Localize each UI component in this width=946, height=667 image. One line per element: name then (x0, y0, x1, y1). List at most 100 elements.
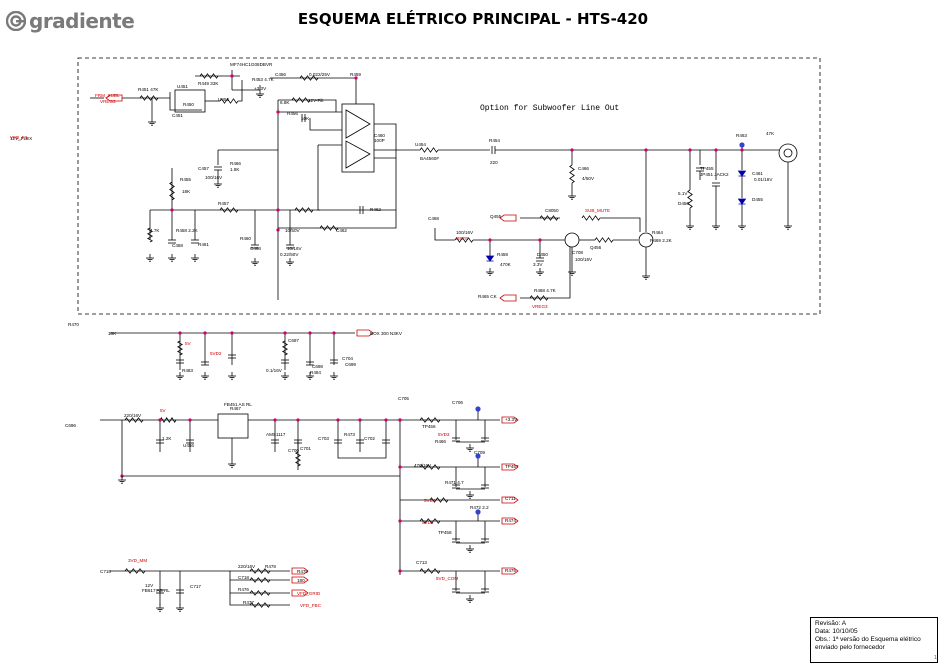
component-label: C456 (275, 72, 286, 77)
wire (317, 145, 396, 211)
component-label: C700 (288, 448, 299, 453)
component-label: +3.3V (505, 417, 518, 422)
component-label: 4/50V (582, 176, 595, 181)
component-label: BOX 300 N3KV (370, 331, 403, 336)
component-label: 0.022/25V (309, 72, 331, 77)
component-label: C460 (374, 133, 385, 138)
component-label: R449 33K (198, 81, 219, 86)
component-label: C697 (288, 338, 299, 343)
wire (278, 150, 397, 229)
component-label: 6.8K (280, 100, 290, 105)
resistor (249, 577, 271, 583)
junction-dot (230, 74, 234, 78)
component-label: FRM_SUBL (95, 93, 120, 98)
component-label: C701 (300, 446, 311, 451)
wire (600, 217, 641, 232)
transistor-q456 (564, 232, 580, 248)
component-label: R454 (489, 138, 500, 143)
component-label: R474 (505, 518, 516, 523)
resistor (124, 568, 146, 574)
component-label: U454 (415, 142, 426, 147)
component-label: Q455 (490, 214, 502, 219)
signal-flag (356, 329, 374, 337)
resistor (569, 164, 575, 184)
component-label: U451 (177, 84, 188, 89)
resistor (529, 295, 549, 301)
component-label: 18K (182, 189, 191, 194)
junction-dot (488, 238, 492, 242)
component-label: 1.8K (230, 167, 240, 172)
junction-dot (538, 238, 542, 242)
logic-gate-u452 (174, 89, 206, 113)
junction-dot (740, 148, 744, 152)
test-point (475, 509, 481, 515)
component-label: 470K (500, 262, 512, 267)
component-label: R461 (198, 242, 209, 247)
component-label: VFD_GRID (297, 591, 321, 596)
component-label: R483 (182, 368, 193, 373)
component-label: TP458 (438, 530, 452, 535)
wire (121, 420, 400, 477)
resistor (281, 340, 289, 356)
component-label: R467 (230, 406, 241, 411)
component-label: C706 (452, 400, 463, 405)
component-label: SUB_MUTE (585, 208, 610, 213)
component-label: R450 (183, 102, 194, 107)
component-label: MF74HC1G08DBVR (230, 62, 273, 67)
resistor (124, 417, 144, 423)
component-label: 18K (108, 331, 117, 336)
schematic-wires (90, 70, 789, 606)
component-label: 5VD3 (438, 432, 450, 437)
component-label: C708 (572, 250, 583, 255)
resistor (294, 207, 314, 213)
component-label: BA4560F (420, 156, 439, 161)
component-label: 5VD2 (210, 351, 222, 356)
component-label: U456 (183, 443, 194, 448)
resistor (539, 215, 559, 221)
component-label: 3.3V (533, 262, 543, 267)
junction-dot (644, 148, 648, 152)
component-label: VREG3 (100, 99, 116, 104)
component-label: R479 (297, 569, 308, 574)
page-title: ESQUEMA ELÉTRICO PRINCIPAL - HTS-420 (297, 10, 649, 28)
component-label: C702 (364, 436, 375, 441)
component-label: 100/16V (456, 230, 474, 235)
wire (374, 123, 397, 151)
component-label: C715 (100, 569, 111, 574)
wire (238, 80, 243, 102)
junction-dot (398, 569, 402, 573)
component-label: R484 (310, 370, 321, 375)
component-label: C718 (238, 575, 249, 580)
component-label: R478 (265, 564, 276, 569)
opamp-a (345, 109, 371, 139)
junction-dot (398, 519, 402, 523)
junction-dot (170, 208, 174, 212)
revision-obs-line1: Obs.: 1ª versão do Esquema elétrico (815, 636, 921, 643)
opamp-u454-body (341, 103, 375, 173)
subwoofer-option-note: Option for Subwoofer Line Out (480, 104, 619, 113)
regulator-u456 (217, 413, 249, 439)
component-label: C468 (428, 216, 439, 221)
junction-dot (358, 418, 362, 422)
component-label: JP451 JACK2 (700, 172, 729, 177)
signal-flag (105, 94, 123, 102)
component-label: C464 (250, 246, 261, 251)
component-label: C458 (172, 243, 183, 248)
wire (520, 247, 571, 299)
signal-flag (291, 576, 309, 584)
component-label: R475 (505, 568, 516, 573)
component-label: D450 (537, 252, 548, 257)
resistor (199, 73, 219, 79)
component-label: C699 (345, 362, 356, 367)
resistor (581, 215, 601, 221)
resistor (419, 147, 439, 153)
component-label: VREG3 (532, 304, 548, 309)
wire (248, 419, 401, 575)
junction-dot (158, 418, 162, 422)
junction-dot (188, 418, 192, 422)
resistor (419, 464, 441, 470)
component-label: C704 (342, 356, 353, 361)
component-label: C709 (474, 450, 485, 455)
component-label: R451 47K (138, 87, 159, 92)
